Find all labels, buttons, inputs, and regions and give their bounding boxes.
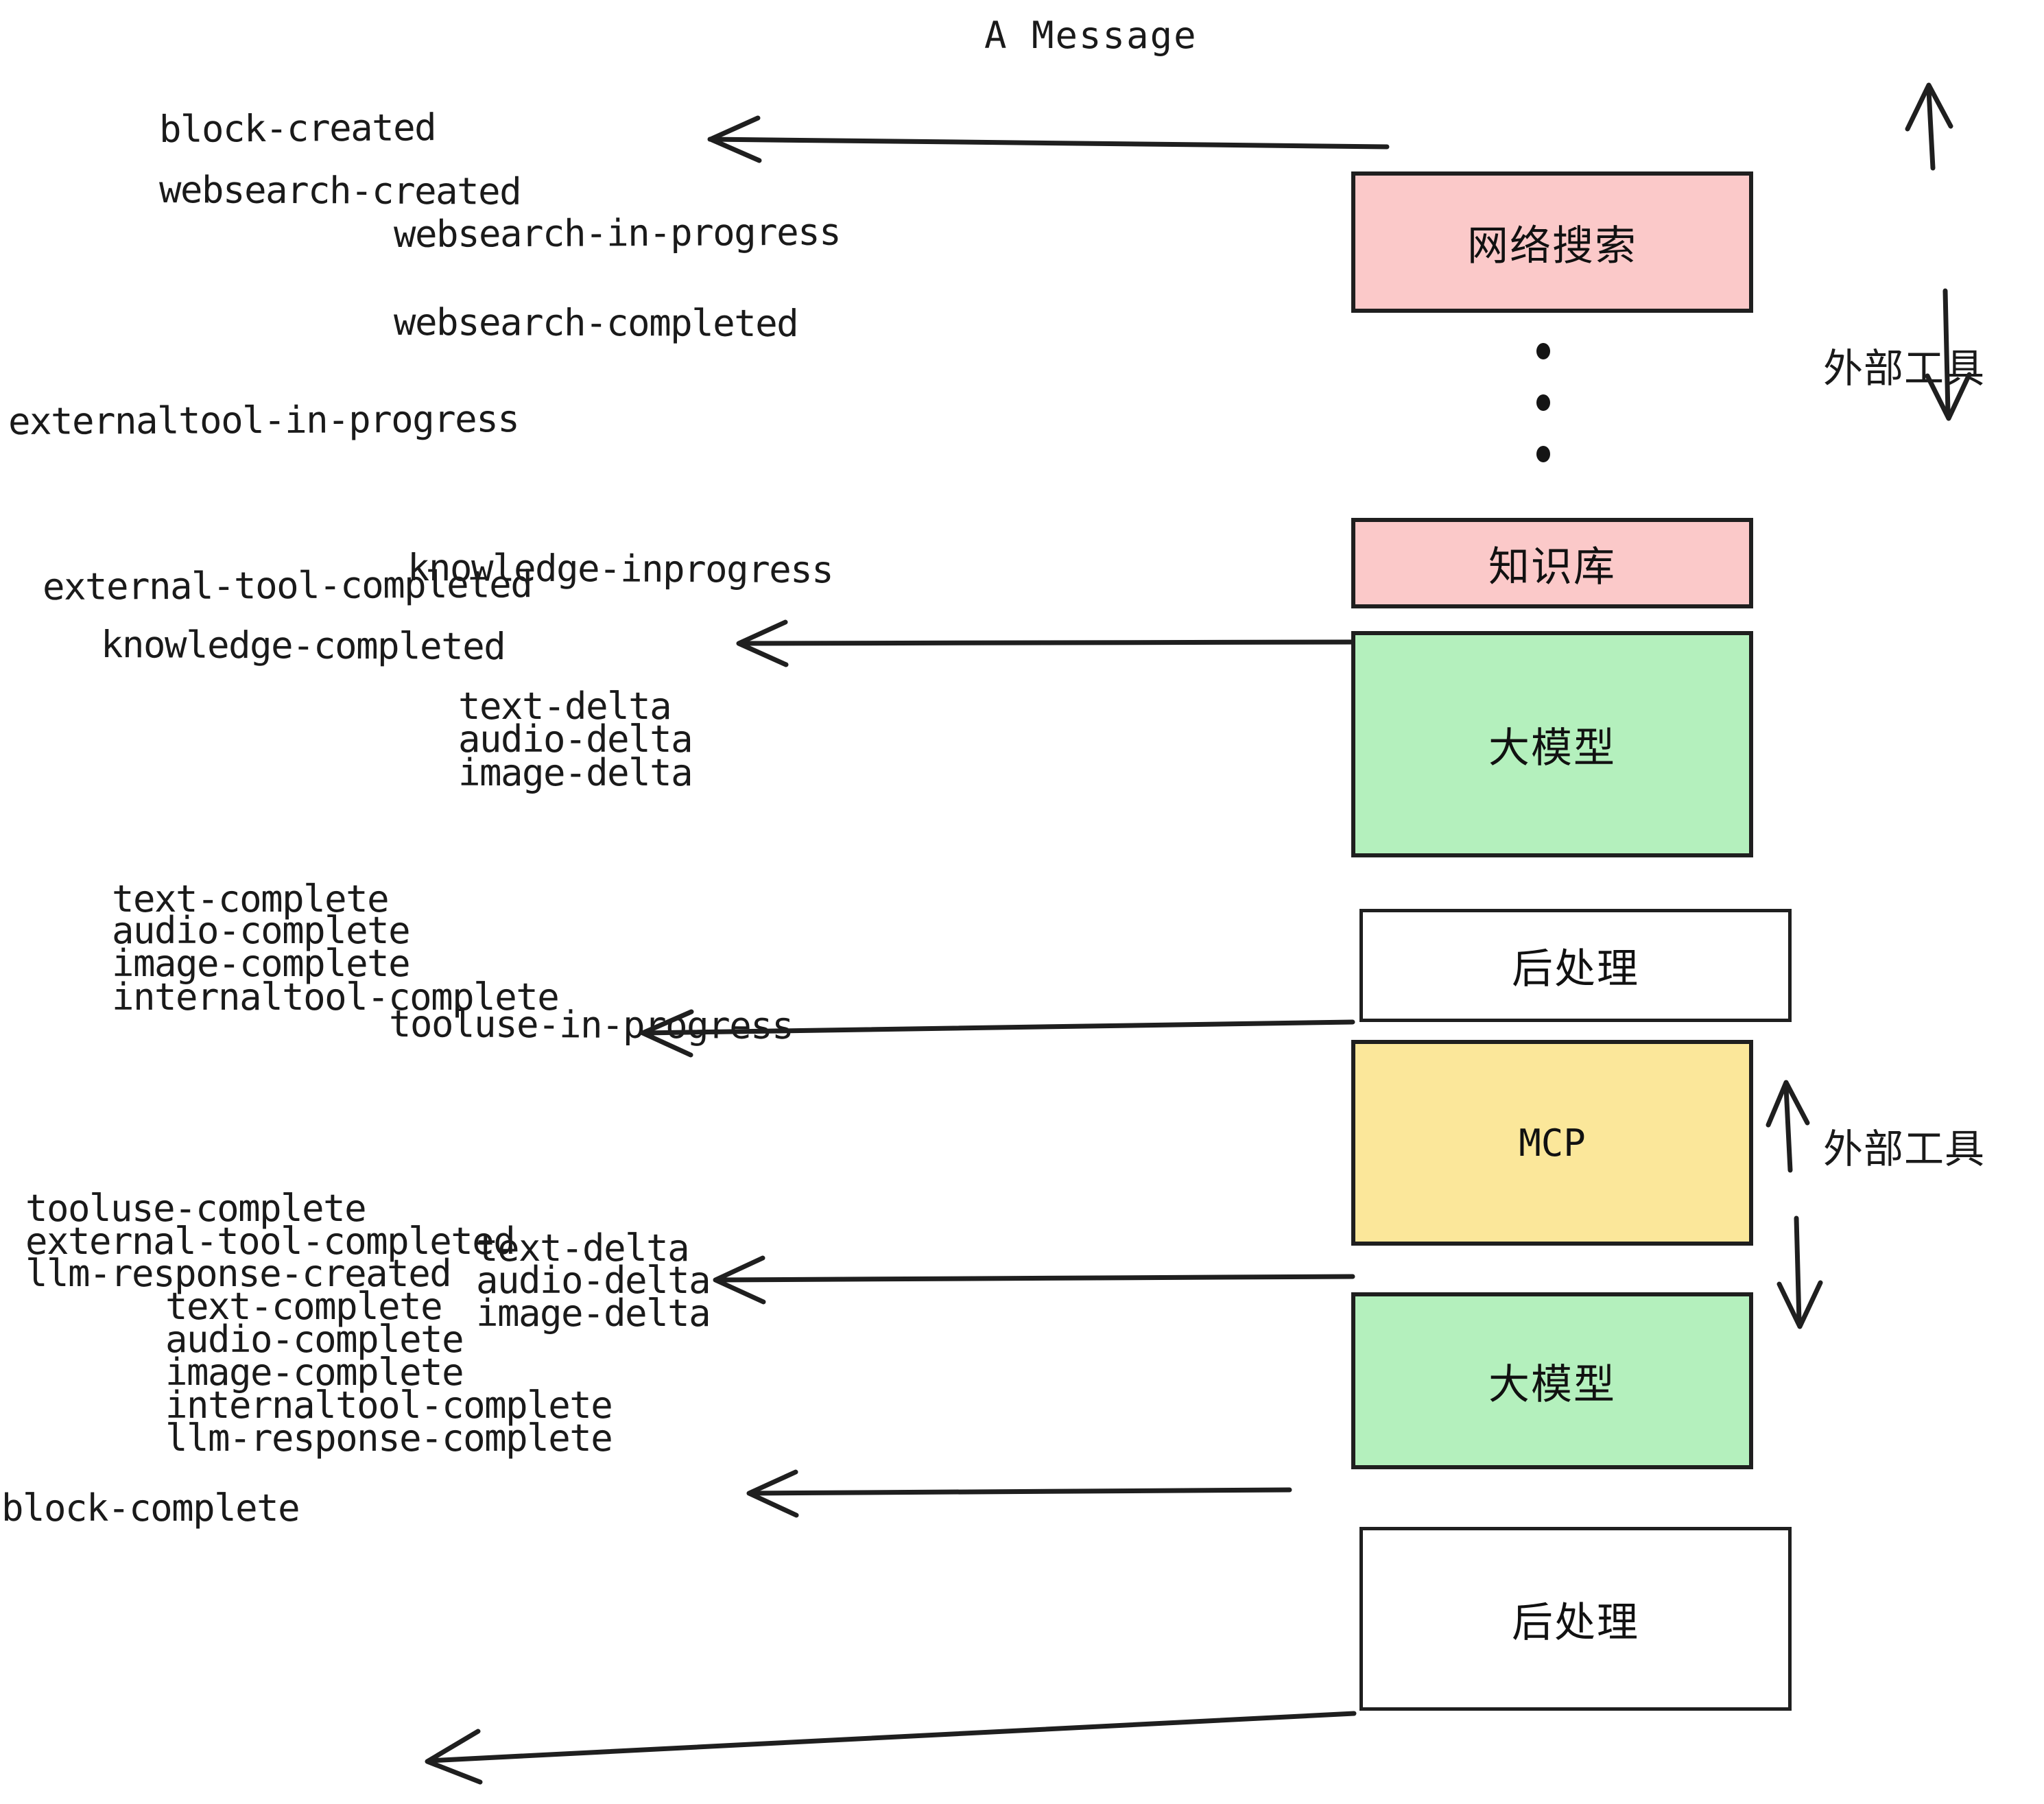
- node-box-knowledge[interactable]: 知识库: [1351, 518, 1753, 608]
- event-label-tooluse-complete: tooluse-complete: [25, 1187, 367, 1230]
- node-label-mcp: MCP: [1519, 1121, 1586, 1165]
- event-label-tooluse-in-progress: tooluse-in-progress: [388, 1002, 794, 1048]
- event-label-websearch-in-progress: websearch-in-progress: [393, 210, 841, 256]
- event-label-image-delta-2: image-delta: [476, 1292, 711, 1335]
- node-box-websearch[interactable]: 网络搜索: [1351, 171, 1753, 313]
- node-label-websearch: 网络搜索: [1467, 222, 1637, 270]
- event-label-audio-delta-1: audio-delta: [458, 717, 693, 761]
- event-label-knowledge-completed: knowledge-completed: [100, 623, 506, 669]
- event-label-websearch-created: websearch-created: [158, 168, 521, 213]
- event-label-external-tool-completed-2: external-tool-completed: [25, 1220, 516, 1263]
- event-label-text-delta-1: text-delta: [458, 685, 672, 728]
- node-label-llm-1: 大模型: [1488, 724, 1616, 772]
- event-label-image-complete-2: image-complete: [165, 1351, 464, 1394]
- event-label-external-tool-completed-1: external-tool-completed: [42, 562, 532, 608]
- event-label-internaltool-complete-2: internaltool-complete: [165, 1384, 613, 1427]
- event-label-audio-delta-2: audio-delta: [476, 1259, 711, 1302]
- node-box-mcp[interactable]: MCP: [1351, 1040, 1753, 1246]
- event-label-block-created: block-created: [158, 106, 436, 151]
- event-label-llm-response-created: llm-response-created: [25, 1252, 452, 1295]
- node-label-postprocess-2: 后处理: [1512, 1598, 1639, 1647]
- scope-label-external-tool-bottom: 外部工具: [1823, 1126, 1986, 1172]
- node-box-postprocess-1[interactable]: 后处理: [1359, 909, 1792, 1022]
- event-label-text-complete-1: text-complete: [112, 877, 390, 921]
- node-box-postprocess-2[interactable]: 后处理: [1359, 1527, 1792, 1711]
- node-label-llm-2: 大模型: [1488, 1360, 1616, 1409]
- arrow-block-created: [707, 115, 1390, 163]
- event-label-audio-complete-1: audio-complete: [112, 909, 411, 952]
- node-label-knowledge: 知识库: [1488, 543, 1616, 591]
- node-box-llm-1[interactable]: 大模型: [1351, 631, 1753, 857]
- event-label-block-complete: block-complete: [1, 1486, 300, 1530]
- node-box-llm-2[interactable]: 大模型: [1351, 1292, 1753, 1469]
- event-label-text-delta-2: text-delta: [476, 1226, 690, 1270]
- node-label-postprocess-1: 后处理: [1512, 945, 1639, 993]
- arrow-tooluse-complete: [713, 1255, 1355, 1305]
- event-label-text-complete-2: text-complete: [165, 1285, 443, 1328]
- event-label-externaltool-in-progress: externaltool-in-progress: [8, 397, 519, 443]
- event-label-internaltool-complete-1: internaltool-complete: [112, 975, 560, 1019]
- diagram-title: A Message: [984, 14, 1198, 57]
- vertical-ellipsis-icon: [1536, 343, 1557, 473]
- arrow-block-complete: [425, 1711, 1357, 1785]
- arrow-audio-complete: [746, 1469, 1292, 1518]
- event-label-image-complete-1: image-complete: [112, 942, 411, 985]
- scope-label-external-tool-top: 外部工具: [1823, 345, 1986, 392]
- event-label-llm-response-complete: llm-response-complete: [165, 1416, 613, 1460]
- arrow-knowledge-completed: [736, 619, 1354, 667]
- scope-arrow-external-tool-bottom: [1766, 1080, 1823, 1329]
- event-label-websearch-completed: websearch-completed: [393, 300, 798, 346]
- event-label-image-delta-1: image-delta: [458, 751, 693, 794]
- event-label-audio-complete-2: audio-complete: [165, 1318, 464, 1361]
